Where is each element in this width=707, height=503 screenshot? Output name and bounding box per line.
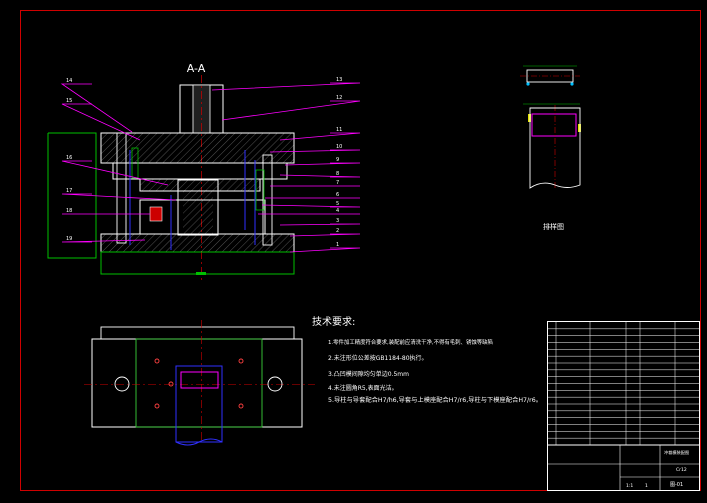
tech-item-5: 5.导柱与导套配合H7/h6,导套与上模座配合H7/r6,导柱与下模座配合H7/… xyxy=(328,396,542,404)
tech-title: 技术要求: xyxy=(312,315,355,328)
label-6: 6 xyxy=(336,192,339,198)
tech-requirements: 技术要求: 1.零件加工精度符合要求,装配前应清洗干净,不得有毛刺、锈蚀等缺陷 … xyxy=(312,315,542,404)
label-9: 9 xyxy=(336,157,339,163)
label-1: 1 xyxy=(336,242,339,248)
label-7: 7 xyxy=(336,180,339,186)
label-11: 11 xyxy=(336,127,342,133)
strip-caption: 排样图 xyxy=(543,222,564,231)
label-17: 17 xyxy=(66,188,72,194)
plan-view xyxy=(84,320,315,446)
scale-text: 1:1 xyxy=(626,483,633,489)
label-13: 13 xyxy=(336,77,342,83)
label-3: 3 xyxy=(336,218,339,224)
sheet-text: 1 xyxy=(645,483,648,489)
label-12: 12 xyxy=(336,95,342,101)
label-10: 10 xyxy=(336,144,342,150)
tech-item-1: 1.零件加工精度符合要求,装配前应清洗干净,不得有毛刺、锈蚀等缺陷 xyxy=(328,338,493,346)
tech-item-3: 3.凸凹模间隙均匀单边0.5mm xyxy=(328,370,409,378)
section-view: A-A xyxy=(47,62,361,280)
label-14: 14 xyxy=(66,78,72,84)
material-text: Cr12 xyxy=(676,467,687,473)
label-5: 5 xyxy=(336,201,339,207)
drawing-number: 图-01 xyxy=(670,482,683,488)
tech-item-4: 4.未注圆角R5,表面光洁。 xyxy=(328,384,398,392)
outer-frame xyxy=(20,10,701,491)
label-15: 15 xyxy=(66,98,72,104)
label-8: 8 xyxy=(336,171,339,177)
section-title: A-A xyxy=(187,62,206,75)
strip-layout: 排样图 xyxy=(520,65,581,231)
label-18: 18 xyxy=(66,208,72,214)
label-4: 4 xyxy=(336,208,339,214)
label-16: 16 xyxy=(66,155,72,161)
title-block: 冲裁模装配图 Cr12 图-01 1:1 1 xyxy=(547,321,700,491)
label-2: 2 xyxy=(336,228,339,234)
drawing-title: 冲裁模装配图 xyxy=(664,449,689,456)
label-19: 19 xyxy=(66,236,72,242)
tech-item-2: 2.未注形位公差按GB1184-80执行。 xyxy=(328,354,428,362)
